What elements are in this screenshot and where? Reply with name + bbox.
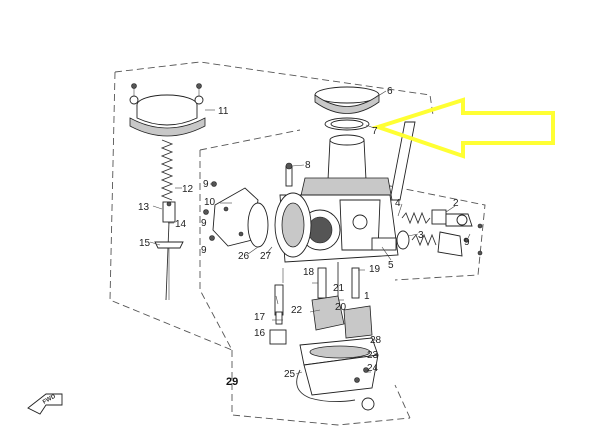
o-ring — [324, 117, 370, 131]
callout-23: 23 — [367, 350, 379, 361]
callout-9-middle: 9 — [201, 218, 207, 229]
callout-28: 28 — [370, 335, 382, 346]
carburetor-top-cap — [129, 83, 206, 137]
drain-screws — [354, 367, 369, 383]
callout-14: 14 — [175, 219, 187, 230]
callout-10: 10 — [204, 197, 216, 208]
callout-6: 6 — [387, 86, 393, 97]
callout-22: 22 — [291, 305, 303, 316]
assembly-boundary — [109, 61, 486, 426]
callout-19: 19 — [369, 264, 381, 275]
callout-9-right: 9 — [464, 237, 470, 248]
callout-25: 25 — [284, 369, 296, 380]
choke-plunger — [401, 209, 483, 229]
vent-tube — [389, 121, 416, 201]
callout-11: 11 — [218, 106, 229, 117]
callout-numbers: 11 12 13 14 15 6 7 8 9 10 9 9 26 27 4 3 … — [138, 86, 470, 388]
pump-diaphragm-housing — [274, 192, 312, 258]
callout-2: 2 — [453, 198, 459, 209]
callout-27: 27 — [260, 251, 272, 262]
highlight-arrow — [371, 97, 555, 159]
float — [311, 295, 373, 339]
callout-7: 7 — [372, 126, 378, 137]
float-jets — [317, 262, 360, 300]
throttle-valve-spring — [160, 139, 174, 201]
callout-26: 26 — [238, 251, 250, 262]
callout-12: 12 — [182, 184, 194, 195]
callout-8: 8 — [305, 160, 311, 171]
pump-o-ring — [247, 202, 269, 248]
callout-13: 13 — [138, 202, 150, 213]
callout-9-bottom: 9 — [201, 245, 207, 256]
callout-21: 21 — [333, 283, 345, 294]
intake-boot — [314, 86, 380, 114]
idle-adjust-screw — [396, 230, 483, 257]
callout-9-top: 9 — [203, 179, 209, 190]
fwd-direction-badge: FWD — [27, 393, 63, 415]
assembly-number: 29 — [226, 376, 238, 388]
small-screws — [203, 181, 217, 241]
callout-18: 18 — [303, 267, 315, 278]
callout-16: 16 — [254, 328, 266, 339]
screw-8 — [285, 162, 293, 187]
jet-needle — [154, 201, 184, 301]
callout-5: 5 — [388, 260, 394, 271]
needle-valve — [269, 284, 287, 345]
callout-20: 20 — [335, 302, 347, 313]
leader-lines — [149, 90, 471, 375]
float-bowl — [299, 337, 379, 396]
drain-hose — [296, 369, 375, 411]
callout-3: 3 — [418, 230, 424, 241]
callout-17: 17 — [254, 312, 266, 323]
callout-1: 1 — [364, 291, 370, 302]
callout-24: 24 — [367, 363, 379, 374]
callout-4: 4 — [395, 198, 401, 209]
callout-15: 15 — [139, 238, 151, 249]
